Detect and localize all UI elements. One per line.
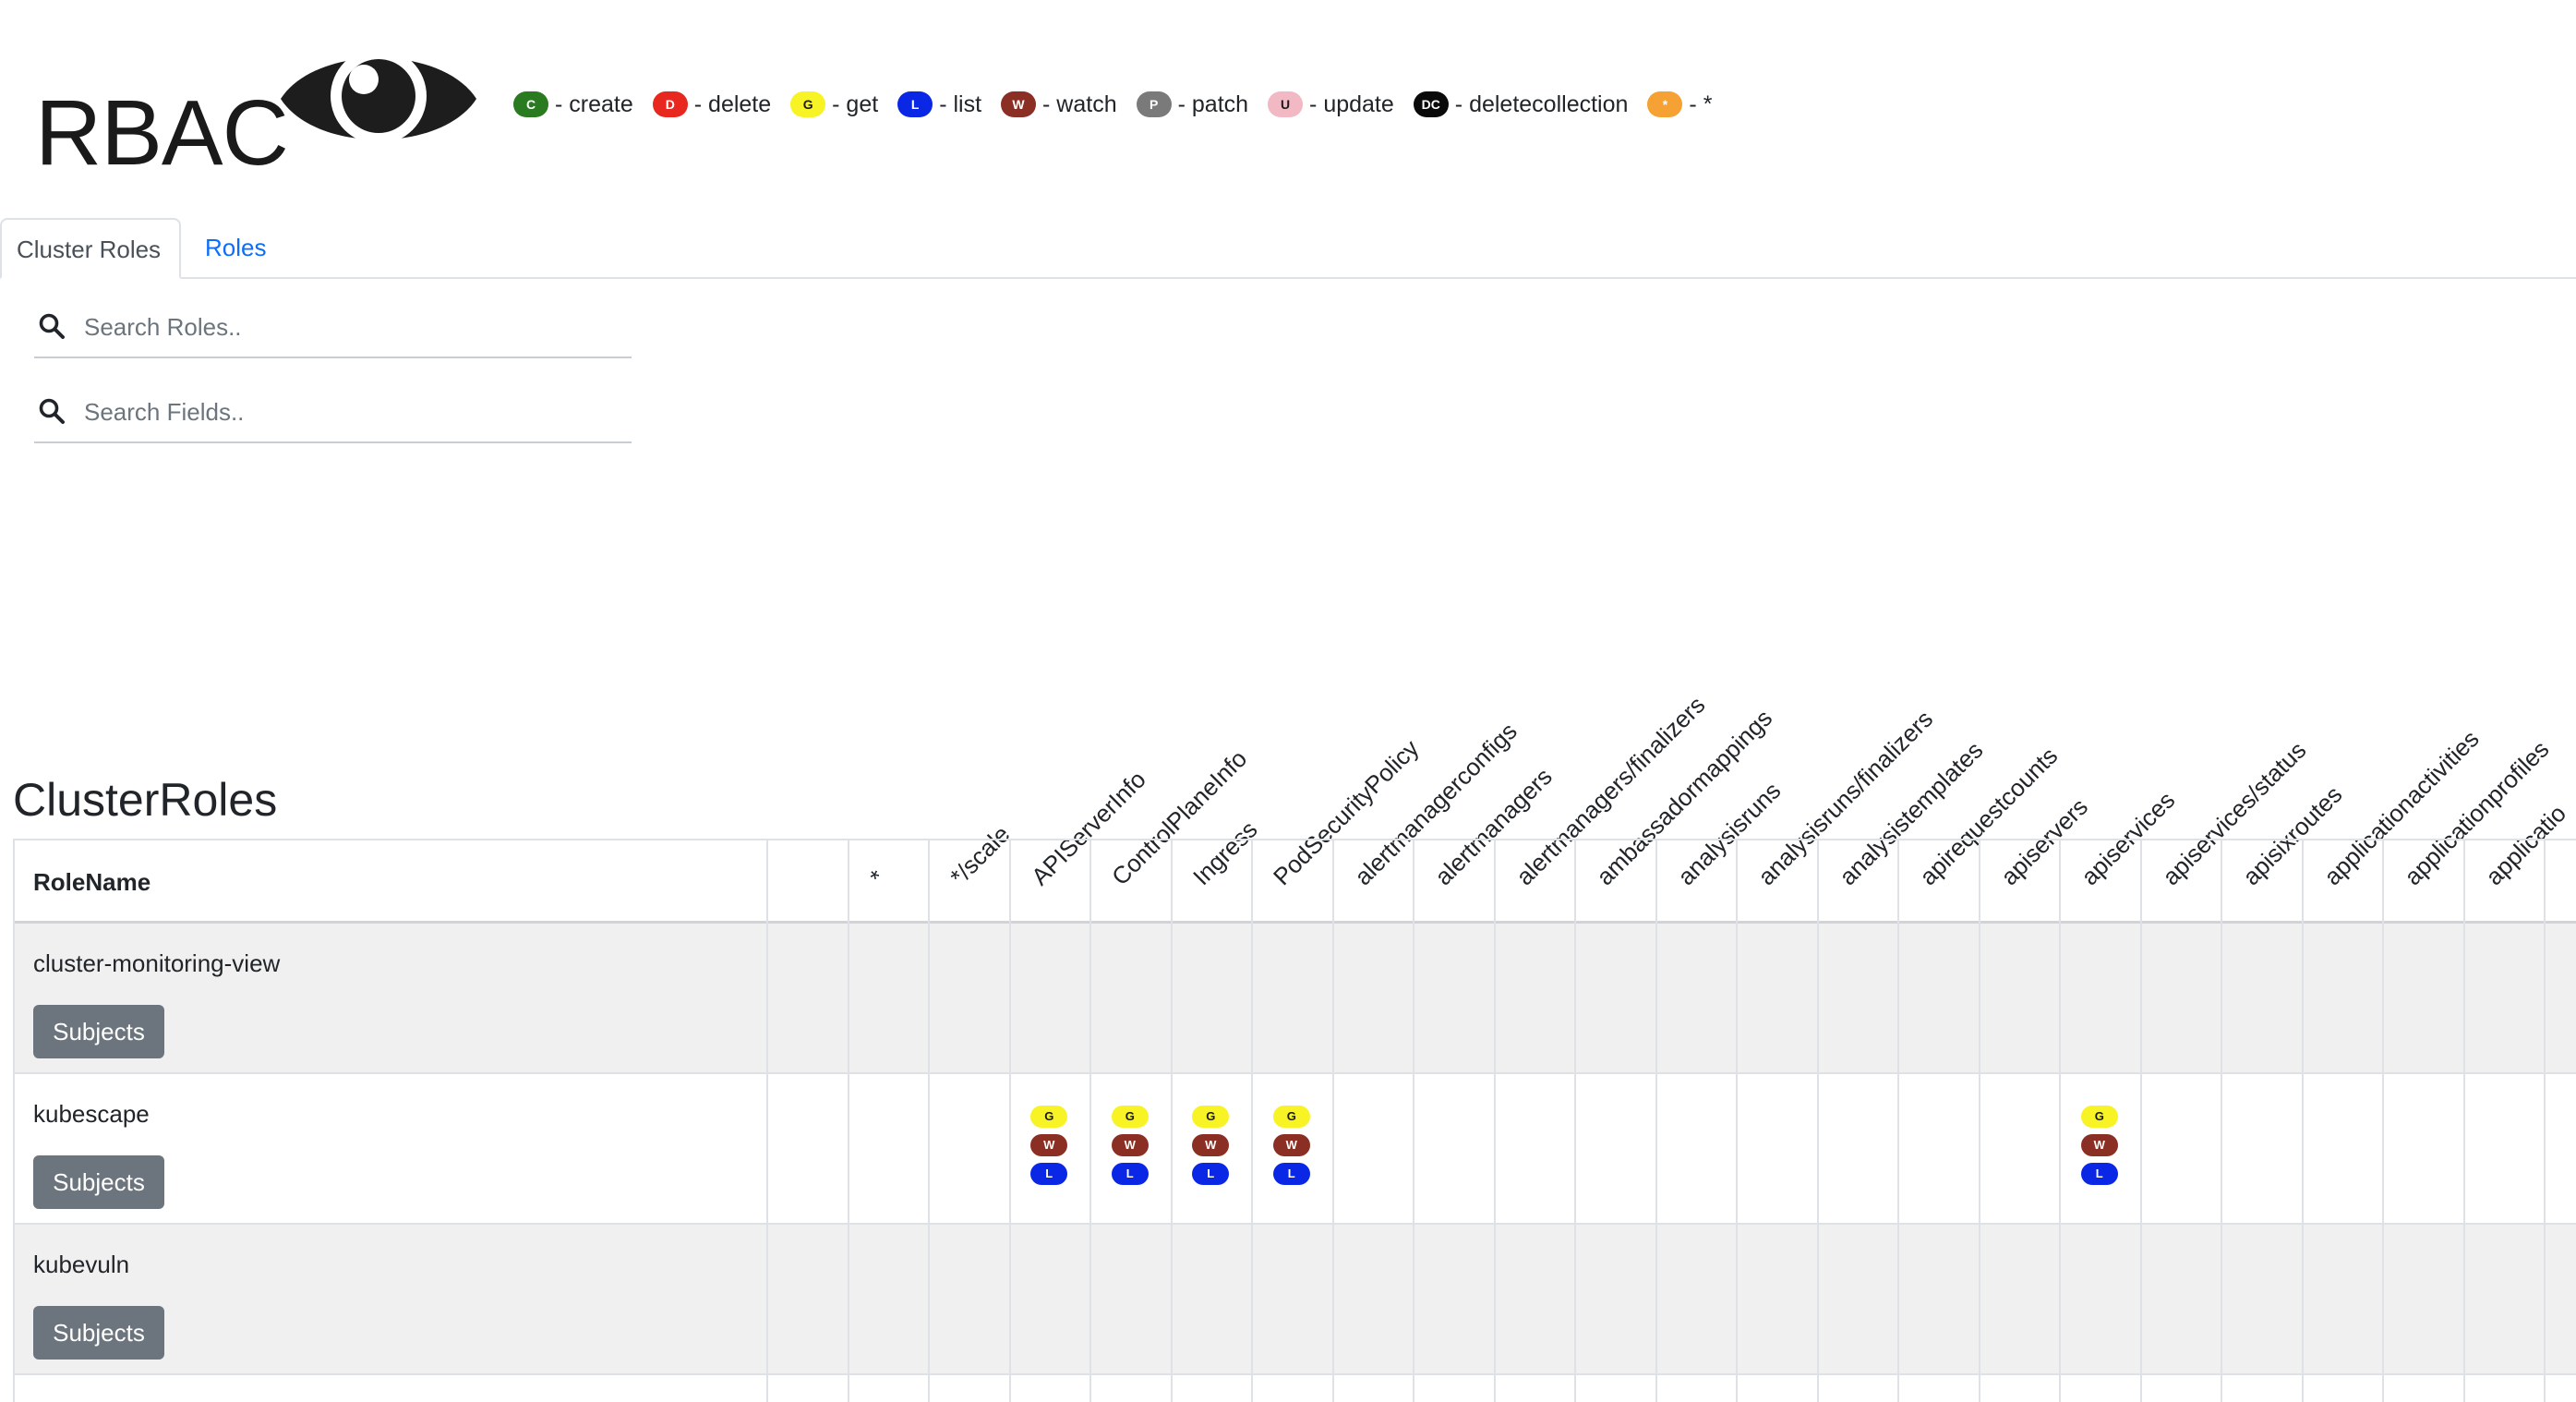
search-icon: [39, 313, 65, 339]
permission-legend: C - create D- delete G- get L- list W- watch P…: [513, 88, 1731, 121]
verb-badge: W: [1272, 1134, 1310, 1156]
verb-badge: L: [1272, 1163, 1310, 1185]
tab-cluster-roles[interactable]: Cluster Roles: [0, 218, 181, 279]
verb-badge: G: [1272, 1106, 1310, 1128]
column-divider: [1170, 839, 1173, 1402]
legend-badge: D: [652, 91, 688, 117]
search-fields: [34, 381, 632, 443]
column-divider: [1331, 839, 1334, 1402]
legend-label: - get: [832, 91, 879, 117]
legend-item: *- *: [1647, 91, 1712, 118]
search-roles-input[interactable]: [82, 303, 621, 351]
legend-item: W- watch: [1001, 91, 1117, 118]
column-divider: [847, 839, 849, 1402]
legend-badge: C: [513, 91, 548, 117]
header: RBAC C - create D- delete G- get L- list W- w…: [0, 0, 2576, 185]
section-title: ClusterRoles: [13, 774, 278, 826]
verb-badge: W: [2080, 1134, 2118, 1156]
legend-item: P- patch: [1136, 91, 1249, 118]
legend-label: - deletecollection: [1454, 91, 1629, 117]
verb-badge: W: [1192, 1134, 1230, 1156]
legend-badge: W: [1001, 91, 1037, 117]
legend-item: L- list: [897, 91, 981, 118]
verb-badge: L: [2080, 1163, 2118, 1185]
column-divider: [2221, 839, 2222, 1402]
legend-label: - list: [939, 91, 982, 117]
role-name: cluster-monitoring-view: [33, 949, 281, 977]
column-divider: [766, 839, 768, 1402]
legend-badge: DC: [1413, 91, 1449, 117]
column-divider: [2139, 839, 2142, 1402]
verb-badge: G: [1111, 1106, 1149, 1128]
column-divider: [928, 839, 930, 1402]
column-divider: [2059, 839, 2061, 1402]
role-name: kubevuln: [33, 1251, 130, 1278]
column-divider: [1493, 839, 1496, 1402]
legend-badge: L: [897, 91, 933, 117]
tab-bar: Cluster Roles Roles: [0, 218, 2576, 279]
column-divider: [2301, 839, 2304, 1402]
verb-badge: W: [1111, 1134, 1149, 1156]
brand-title: RBAC: [35, 81, 289, 185]
legend-badge: *: [1647, 91, 1683, 117]
column-divider: [2382, 839, 2384, 1402]
search-icon: [39, 398, 65, 424]
legend-badge: P: [1136, 91, 1172, 117]
subjects-button[interactable]: Subjects: [33, 1306, 164, 1360]
column-divider: [1978, 839, 1980, 1402]
search-roles: [34, 296, 632, 358]
column-divider: [1897, 839, 1899, 1402]
column-divider: [1736, 839, 1738, 1402]
table-header-row: RoleName: [15, 839, 2576, 924]
legend-item: C - create: [513, 91, 633, 118]
tab-roles[interactable]: Roles: [205, 234, 267, 261]
verb-badge: G: [1192, 1106, 1230, 1128]
column-divider: [1251, 839, 1253, 1402]
legend-label: - *: [1689, 91, 1713, 117]
subjects-button[interactable]: Subjects: [33, 1155, 164, 1209]
verb-badge: L: [1192, 1163, 1230, 1185]
subjects-button[interactable]: Subjects: [33, 1005, 164, 1058]
eye-icon: [281, 48, 476, 144]
role-name: kubescape: [33, 1100, 150, 1128]
legend-label: - create: [555, 91, 633, 117]
column-divider: [2462, 839, 2465, 1402]
legend-label: - patch: [1177, 91, 1249, 117]
role-name-header: RoleName: [33, 868, 151, 896]
legend-item: D- delete: [652, 91, 772, 118]
verb-badge: W: [1030, 1134, 1068, 1156]
column-divider: [1089, 839, 1091, 1402]
legend-label: - delete: [693, 91, 772, 117]
search-fields-input[interactable]: [82, 388, 621, 436]
legend-badge: G: [790, 91, 826, 117]
legend-item: G- get: [790, 91, 878, 118]
column-divider: [1008, 839, 1011, 1402]
column-divider: [1574, 839, 1576, 1402]
legend-item: U- update: [1268, 91, 1394, 118]
verb-badge: L: [1030, 1163, 1068, 1185]
column-divider: [1655, 839, 1657, 1402]
legend-badge: U: [1268, 91, 1304, 117]
verb-badge: L: [1111, 1163, 1149, 1185]
legend-label: - update: [1309, 91, 1394, 117]
column-divider: [1816, 839, 1819, 1402]
legend-item: DC- deletecollection: [1413, 91, 1629, 118]
column-divider: [1413, 839, 1414, 1402]
verb-badge: G: [2080, 1106, 2118, 1128]
legend-label: - watch: [1042, 91, 1117, 117]
column-divider: [2544, 839, 2546, 1402]
verb-badge: G: [1030, 1106, 1068, 1128]
